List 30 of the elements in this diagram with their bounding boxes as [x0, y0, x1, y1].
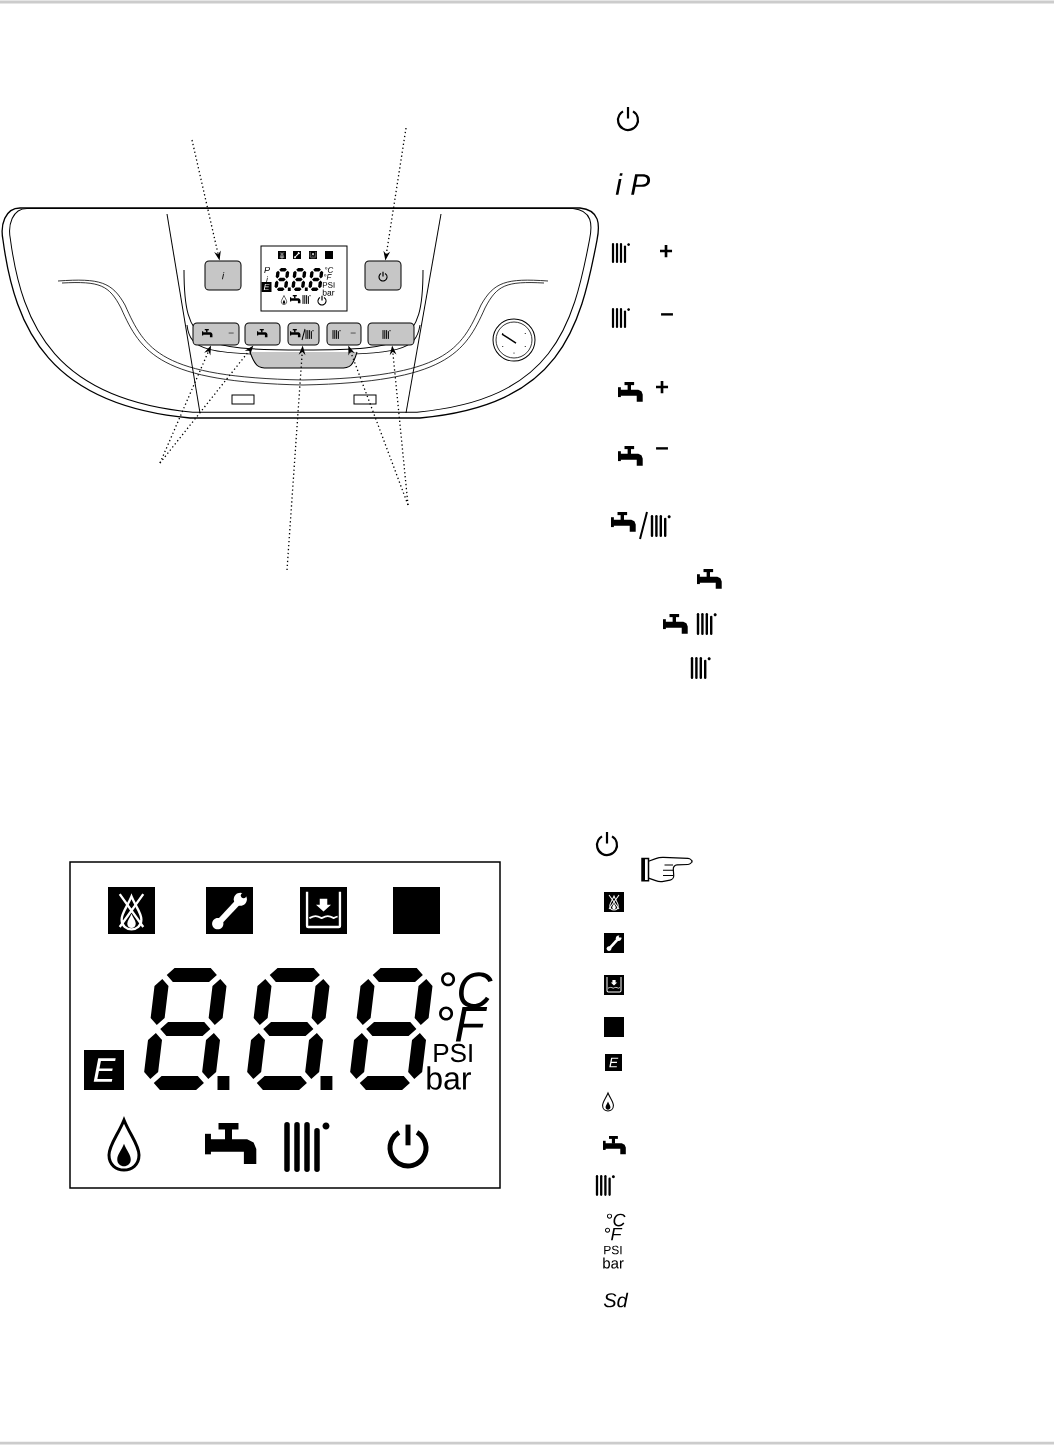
unit-label: PSI [322, 282, 335, 288]
unit-label: PSI [604, 1245, 622, 1255]
error-indicator: E [261, 282, 272, 292]
push-button: i [204, 260, 242, 291]
unit-label: PSI [434, 1043, 472, 1063]
unit-label: °F [324, 274, 332, 280]
push-button [364, 260, 402, 291]
unit-label: °C [607, 1213, 626, 1227]
unit-label: bar [322, 289, 335, 296]
push-button [287, 322, 320, 346]
error-indicator: E [605, 1054, 622, 1071]
unit-label: bar [603, 1257, 624, 1269]
unit-label: bar [427, 1066, 471, 1090]
unit-label: °F [439, 1006, 488, 1042]
sign-label: – [656, 447, 668, 450]
push-button: – [326, 322, 362, 346]
sign-label: – [661, 313, 673, 316]
sign-label: + [656, 380, 669, 394]
display-letter: i [266, 276, 269, 282]
unit-label: °F [605, 1227, 623, 1241]
symbol-letters: i P [615, 173, 651, 195]
push-button [244, 322, 281, 346]
unit-label: °C [441, 972, 493, 1008]
display-letter: P [264, 266, 270, 274]
sign-label: + [660, 244, 673, 258]
push-button [367, 322, 415, 346]
unit-label: °C [325, 267, 334, 273]
push-button: – [192, 322, 240, 346]
error-indicator: E [84, 1050, 124, 1090]
symbol-letters: Sd [603, 1292, 629, 1308]
